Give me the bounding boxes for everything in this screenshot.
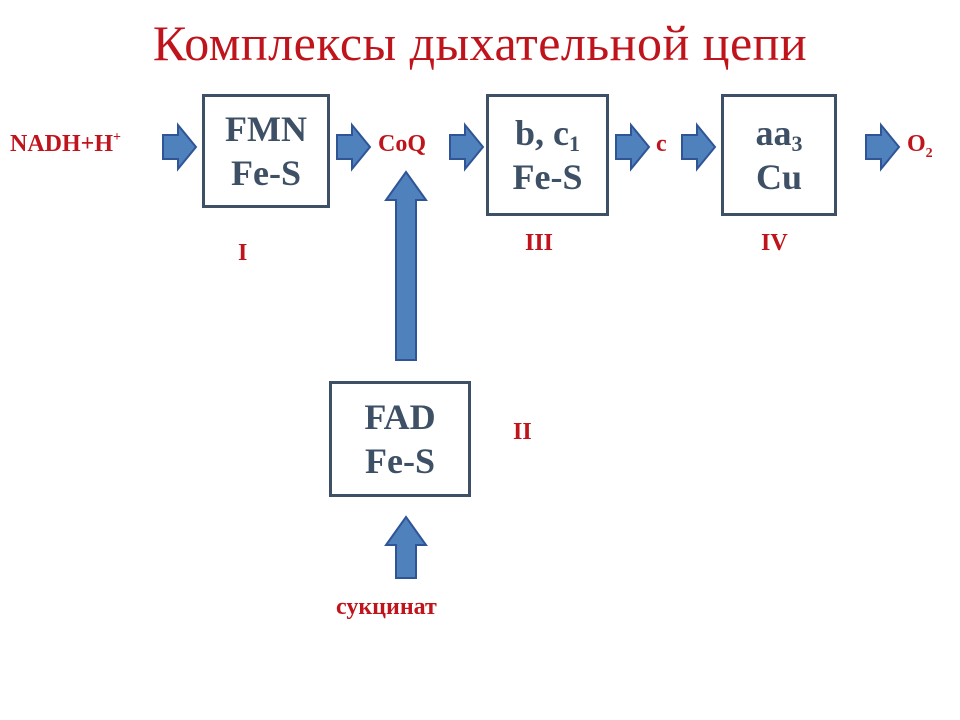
complex-ii-line2: Fe-S [365,441,435,481]
complex-iii-line1: b, c1 [515,111,580,155]
label-coq: CoQ [378,131,426,157]
roman-complex-iv: IV [761,230,788,256]
arrow-c-to-complex-iv [681,122,717,172]
complex-i-box: FMN Fe-S [202,94,330,208]
complex-i-line2: Fe-S [231,153,301,193]
label-succinate: сукцинат [336,594,437,620]
label-o2-main: O [907,131,926,157]
complex-iii-line1-main: b, c [515,113,569,153]
arrow-succinate-to-complex-ii [384,515,428,579]
complex-iii-line1-sub: 1 [569,131,580,156]
arrow-complex-iii-to-c [615,122,651,172]
arrow-complex-ii-to-coq [384,170,428,361]
complex-ii-box: FAD Fe-S [329,381,471,497]
complex-iii-line2: Fe-S [512,157,583,197]
complex-iii-box: b, c1 Fe-S [486,94,609,216]
label-nadh: NADH+H+ [10,131,121,158]
complex-iv-line2: Cu [755,157,803,197]
arrow-complex-iv-to-o2 [865,122,901,172]
complex-ii-line1: FAD [364,397,436,437]
arrow-coq-to-complex-iii [449,122,485,172]
label-o2-sub: 2 [925,146,933,161]
complex-i-line1: FMN [225,109,307,149]
arrow-complex-i-to-coq [336,122,372,172]
diagram-title: Комплексы дыхательной цепи [152,15,808,71]
label-o2: O2 [907,131,933,161]
complex-iv-line1-main: aa [755,113,792,153]
roman-complex-i: I [238,240,248,266]
roman-complex-ii: II [513,419,532,445]
label-c: c [656,131,667,157]
complex-iv-line1-sub: 3 [791,131,803,156]
roman-complex-iii: III [525,230,554,256]
label-nadh-main: NADH+H [10,131,114,157]
label-nadh-sup: + [113,130,121,145]
complex-iv-box: aa3 Cu [721,94,837,216]
arrow-nadh-to-complex-i [162,122,198,172]
complex-iv-line1: aa3 [756,111,803,155]
